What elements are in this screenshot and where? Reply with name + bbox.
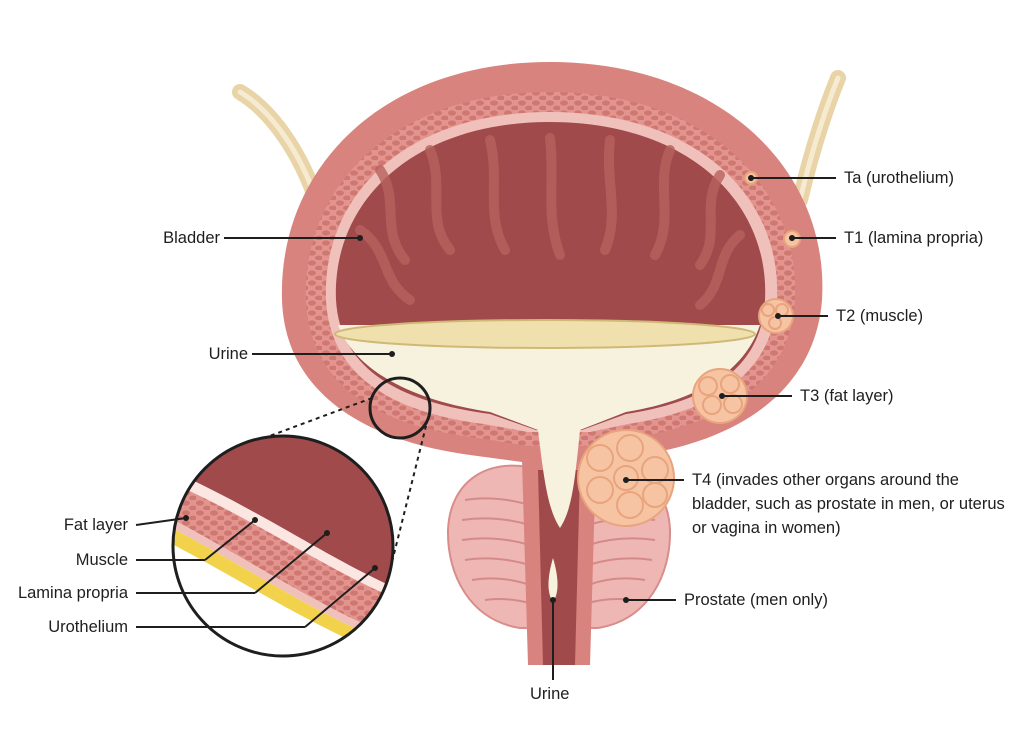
label-stage-t1: T1 (lamina propria) — [844, 229, 984, 247]
label-muscle: Muscle — [75, 551, 128, 569]
label-bladder: Bladder — [163, 229, 220, 247]
urine-surface — [334, 319, 756, 349]
label-prostate: Prostate (men only) — [684, 591, 828, 609]
label-stage-t3: T3 (fat layer) — [800, 387, 894, 405]
label-urine-top: Urine — [208, 345, 248, 363]
label-stage-t2: T2 (muscle) — [836, 307, 924, 325]
urethra-urine-drop — [548, 558, 558, 602]
label-lamina-propria: Lamina propria — [17, 584, 128, 602]
zoom-circle — [171, 434, 395, 658]
leader-lines — [135, 177, 836, 680]
zoom-connector-bottom — [389, 417, 429, 571]
label-fat-layer: Fat layer — [63, 516, 128, 534]
label-urothelium: Urothelium — [48, 618, 128, 636]
urine — [338, 325, 760, 528]
right-ureter-highlight — [797, 75, 841, 203]
lumen-folds — [355, 133, 745, 310]
label-stage-t4: T4 (invades other organs around the blad… — [692, 471, 1005, 537]
zoom-connector-top — [231, 397, 373, 451]
urethra-inner — [538, 470, 580, 665]
left-ureter — [232, 84, 326, 213]
zoomed-wall-section — [173, 436, 393, 656]
leader-dots — [183, 175, 795, 603]
prostate-left-lobe — [446, 464, 541, 629]
label-urine-bottom: Urine — [530, 685, 570, 703]
label-stage-ta: Ta (urothelium) — [844, 169, 955, 187]
zoom-target-circle — [368, 376, 432, 440]
